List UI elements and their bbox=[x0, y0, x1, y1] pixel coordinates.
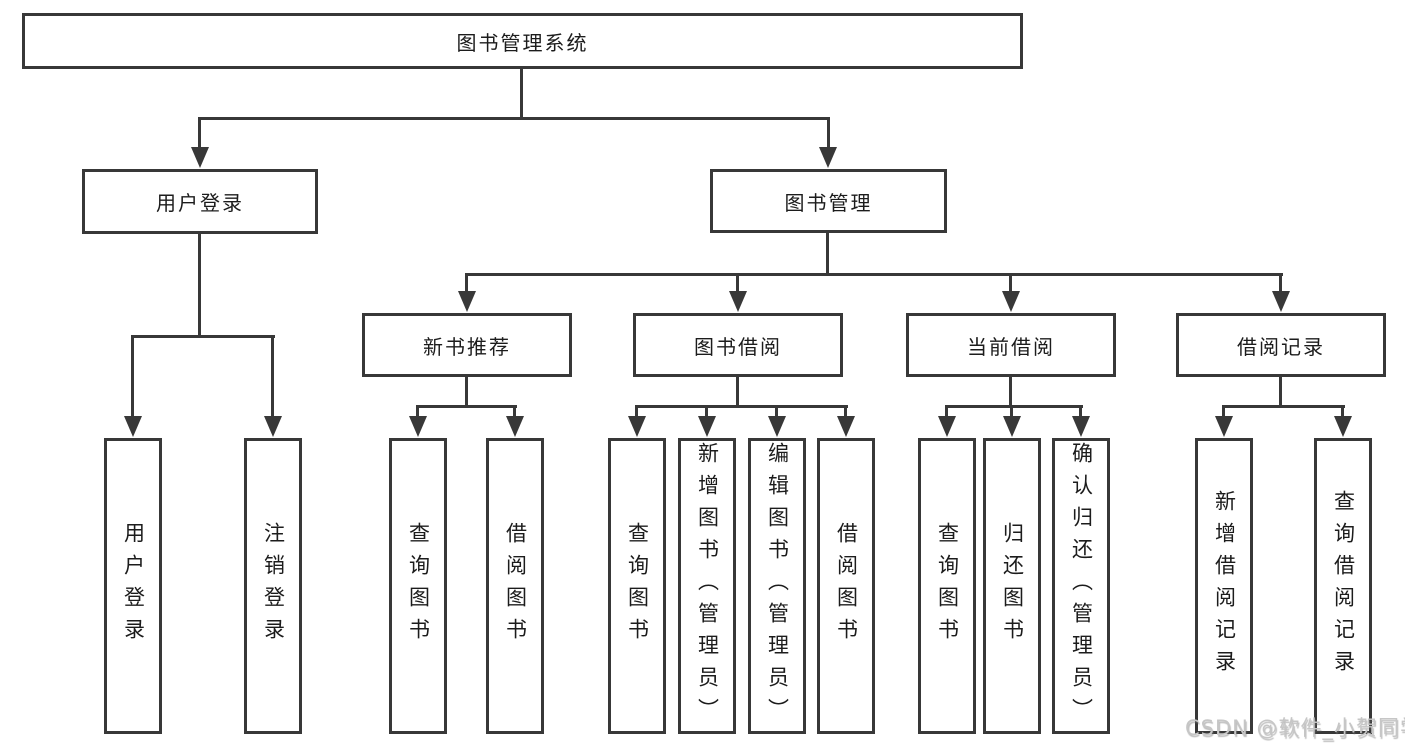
node-label: 注销登录 bbox=[261, 522, 286, 650]
edge-line bbox=[635, 405, 848, 408]
edge-line bbox=[1222, 405, 1345, 408]
edge-line bbox=[198, 117, 830, 120]
node-label: 用户登录 bbox=[121, 522, 146, 650]
arrow-down-icon bbox=[264, 416, 282, 437]
node-label: 查询图书 bbox=[935, 522, 960, 650]
edge-line bbox=[705, 405, 708, 419]
node-label: 借阅记录 bbox=[1237, 334, 1325, 359]
edge-line bbox=[1279, 377, 1282, 408]
node-label: 查询图书 bbox=[625, 522, 650, 650]
node-book-management: 图书管理 bbox=[710, 169, 947, 233]
node-label: 新增借阅记录 bbox=[1212, 490, 1237, 682]
edge-line bbox=[736, 273, 739, 294]
edge-line bbox=[513, 405, 516, 419]
arrow-down-icon bbox=[1003, 416, 1021, 437]
edge-line bbox=[465, 377, 468, 408]
node-label: 当前借阅 bbox=[967, 334, 1055, 359]
node-label: 新增图书（管理员） bbox=[695, 442, 720, 730]
edge-line bbox=[1279, 273, 1282, 294]
arrow-down-icon bbox=[938, 416, 956, 437]
edge-line bbox=[465, 273, 1283, 276]
edge-line bbox=[131, 335, 134, 419]
edge-line bbox=[775, 405, 778, 419]
node-label: 确认归还（管理员） bbox=[1069, 442, 1094, 730]
arrow-down-icon bbox=[1215, 416, 1233, 437]
edge-line bbox=[827, 117, 830, 149]
edge-line bbox=[826, 233, 829, 276]
edge-line bbox=[1009, 377, 1012, 408]
arrow-down-icon bbox=[628, 416, 646, 437]
edge-line bbox=[736, 377, 739, 408]
edge-line bbox=[198, 234, 201, 338]
node-label: 图书管理系统 bbox=[456, 30, 589, 55]
edge-line bbox=[1009, 273, 1012, 294]
edge-line bbox=[520, 69, 523, 120]
arrow-down-icon bbox=[768, 416, 786, 437]
node-label: 借阅图书 bbox=[834, 522, 859, 650]
node-label: 编辑图书（管理员） bbox=[765, 442, 790, 730]
node-label: 新书推荐 bbox=[423, 334, 511, 359]
leaf-query-books-1: 查询图书 bbox=[389, 438, 447, 734]
leaf-edit-book-admin: 编辑图书（管理员） bbox=[748, 438, 806, 734]
node-label: 借阅图书 bbox=[503, 522, 528, 650]
edge-line bbox=[198, 117, 201, 149]
node-label: 图书借阅 bbox=[694, 334, 782, 359]
leaf-query-books-3: 查询图书 bbox=[918, 438, 976, 734]
arrow-down-icon bbox=[1272, 291, 1290, 312]
node-new-book-recommend: 新书推荐 bbox=[362, 313, 572, 377]
arrow-down-icon bbox=[191, 147, 209, 168]
arrow-down-icon bbox=[124, 416, 142, 437]
leaf-borrow-books-2: 借阅图书 bbox=[817, 438, 875, 734]
node-label: 查询图书 bbox=[406, 522, 431, 650]
arrow-down-icon bbox=[819, 147, 837, 168]
edge-line bbox=[844, 405, 847, 419]
leaf-add-borrow-record: 新增借阅记录 bbox=[1195, 438, 1253, 734]
node-borrowing-records: 借阅记录 bbox=[1176, 313, 1386, 377]
node-library-system: 图书管理系统 bbox=[22, 13, 1023, 69]
node-label: 查询借阅记录 bbox=[1331, 490, 1356, 682]
edge-line bbox=[945, 405, 948, 419]
arrow-down-icon bbox=[1002, 291, 1020, 312]
leaf-logout: 注销登录 bbox=[244, 438, 302, 734]
arrow-down-icon bbox=[409, 416, 427, 437]
node-book-borrowing: 图书借阅 bbox=[633, 313, 843, 377]
arrow-down-icon bbox=[506, 416, 524, 437]
edge-line bbox=[945, 405, 1083, 408]
edge-line bbox=[131, 335, 275, 338]
edge-line bbox=[635, 405, 638, 419]
arrow-down-icon bbox=[1072, 416, 1090, 437]
arrow-down-icon bbox=[729, 291, 747, 312]
edge-line bbox=[1010, 405, 1013, 419]
node-current-borrowing: 当前借阅 bbox=[906, 313, 1116, 377]
edge-line bbox=[1341, 405, 1344, 419]
arrow-down-icon bbox=[698, 416, 716, 437]
edge-line bbox=[1222, 405, 1225, 419]
leaf-add-book-admin: 新增图书（管理员） bbox=[678, 438, 736, 734]
edge-line bbox=[416, 405, 517, 408]
leaf-confirm-return-admin: 确认归还（管理员） bbox=[1052, 438, 1110, 734]
edge-line bbox=[465, 273, 468, 294]
node-label: 图书管理 bbox=[784, 190, 873, 215]
node-label: 归还图书 bbox=[1000, 522, 1025, 650]
arrow-down-icon bbox=[1334, 416, 1352, 437]
leaf-user-login: 用户登录 bbox=[104, 438, 162, 734]
leaf-query-books-2: 查询图书 bbox=[608, 438, 666, 734]
edge-line bbox=[1079, 405, 1082, 419]
edge-line bbox=[271, 335, 274, 419]
watermark: CSDN @软件_小贺同学 bbox=[1185, 716, 1405, 740]
leaf-borrow-books-1: 借阅图书 bbox=[486, 438, 544, 734]
arrow-down-icon bbox=[458, 291, 476, 312]
leaf-return-books: 归还图书 bbox=[983, 438, 1041, 734]
arrow-down-icon bbox=[837, 416, 855, 437]
leaf-query-borrow-record: 查询借阅记录 bbox=[1314, 438, 1372, 734]
node-label: 用户登录 bbox=[156, 191, 244, 215]
edge-line bbox=[416, 405, 419, 419]
node-user-login: 用户登录 bbox=[82, 169, 318, 234]
